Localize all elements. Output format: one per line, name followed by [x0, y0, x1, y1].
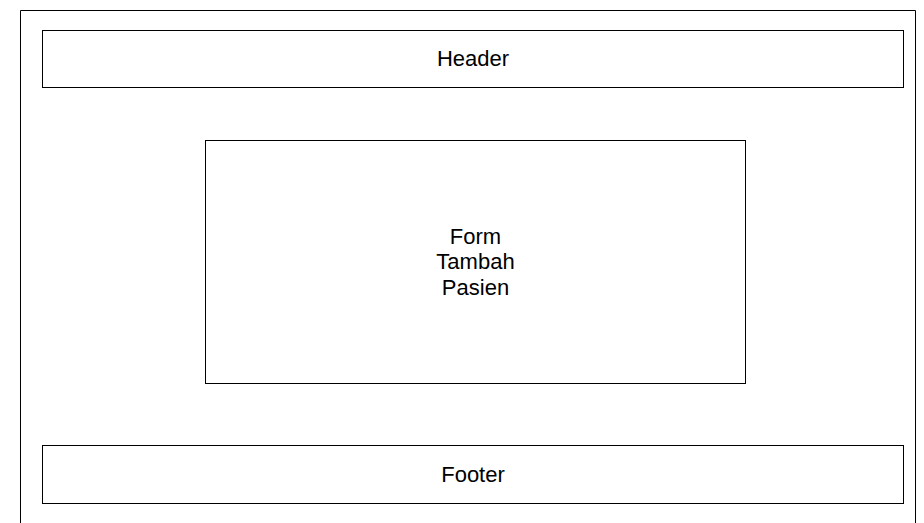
text-wrap: Header	[437, 46, 509, 71]
footer-box: Footer	[42, 445, 904, 504]
form-box: Form Tambah Pasien	[205, 140, 746, 384]
page-border	[21, 11, 916, 523]
text-wrap: Form Tambah Pasien	[436, 224, 514, 300]
box-label: Form Tambah Pasien	[436, 224, 514, 300]
box-label: Header	[437, 46, 509, 71]
header-box: Header	[42, 30, 904, 88]
box-label: Footer	[441, 462, 505, 487]
text-wrap: Footer	[441, 462, 505, 487]
